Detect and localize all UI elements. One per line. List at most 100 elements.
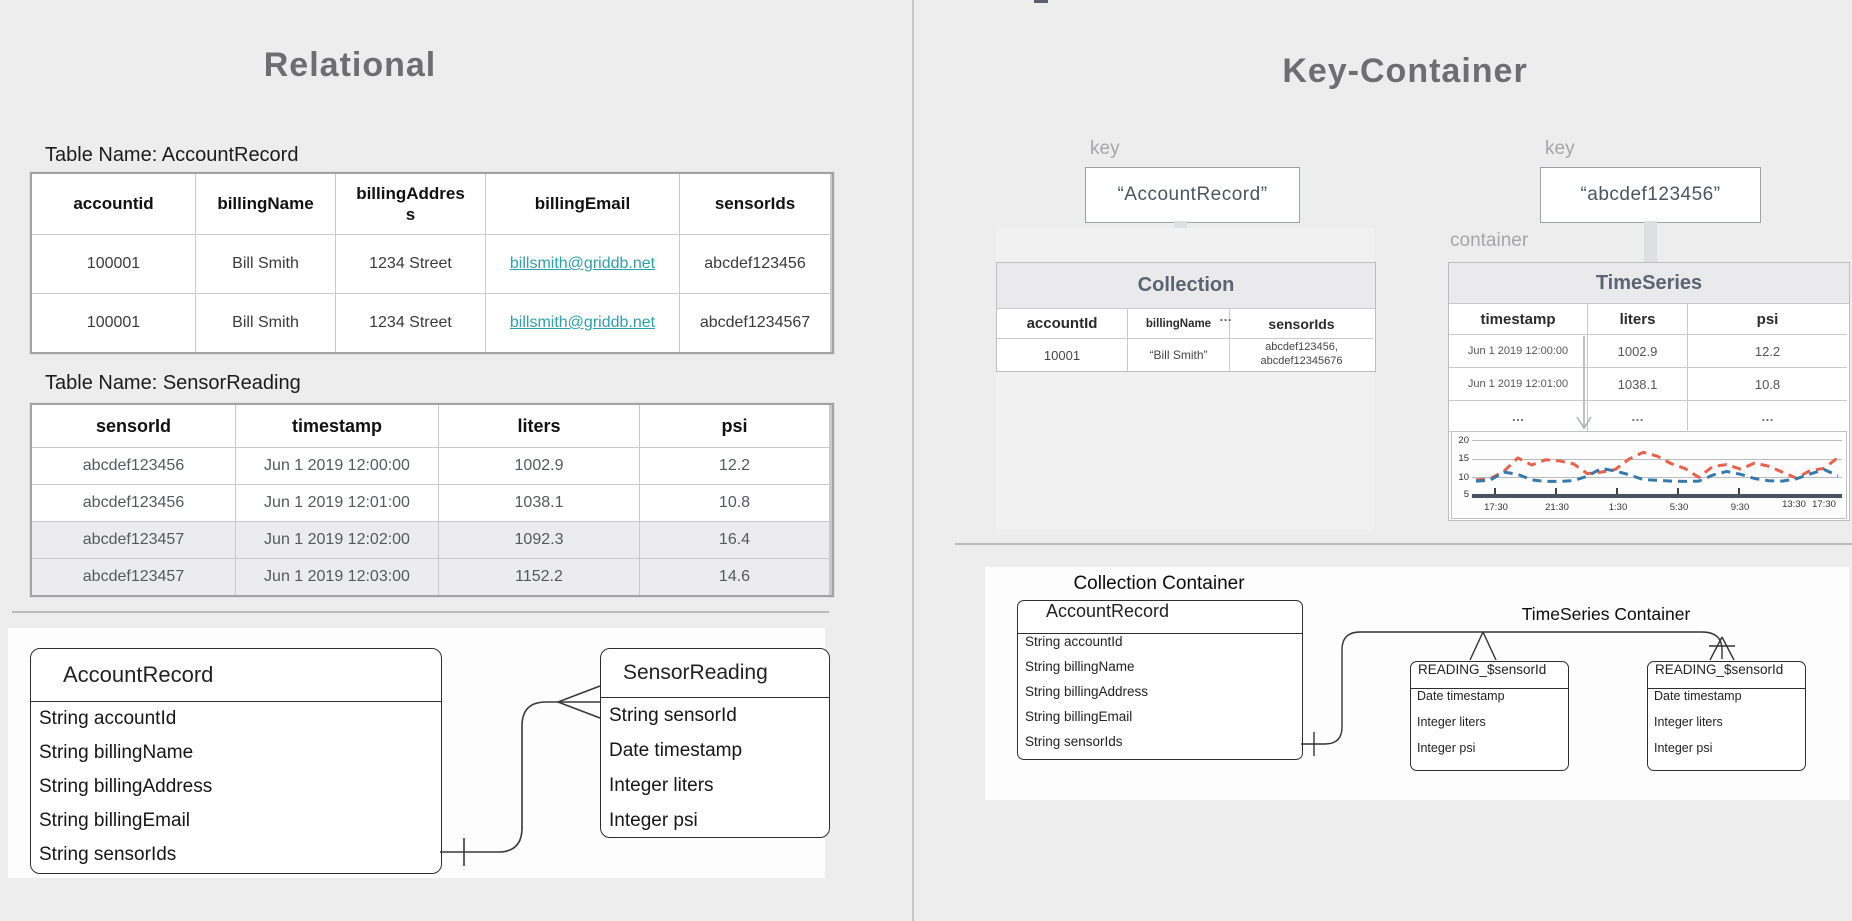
table-cell: abcdef123457 xyxy=(32,522,235,558)
entity-field: Integer psi xyxy=(609,809,698,831)
timeseries-chart: 20 15 10 5 17:30 21:30 1:30 5:30 9:30 13… xyxy=(1451,431,1847,519)
table-cell: Jun 1 2019 12:00:00 xyxy=(236,448,438,484)
table-cell: 100001 xyxy=(32,294,195,352)
table-cell: 10.8 xyxy=(640,485,829,521)
entity-title: AccountRecord xyxy=(31,649,441,702)
table-cell: 100001 xyxy=(32,235,195,293)
table-cell: 1038.1 xyxy=(1588,368,1688,401)
table-cell: 14.6 xyxy=(640,559,829,595)
right-section-divider xyxy=(955,543,1852,545)
sensor-reading-table: sensorId timestamp liters psi abcdef1234… xyxy=(30,403,834,597)
table-cell: 10001 xyxy=(997,339,1128,371)
column-header: billingName xyxy=(196,174,335,234)
key-to-container-link xyxy=(1644,221,1657,263)
table-cell: 1152.2 xyxy=(439,559,639,595)
entity-field: Integer psi xyxy=(1654,741,1713,755)
column-header: accountId xyxy=(997,309,1128,339)
sensor-table-label: Table Name: SensorReading xyxy=(45,372,301,394)
account-record-table: accountid billingName billingAddress bil… xyxy=(30,172,834,354)
email-link[interactable]: billsmith@griddb.net xyxy=(509,255,656,272)
key-box-sensor-id: “abcdef123456” xyxy=(1540,167,1761,223)
collection-table-title: Collection xyxy=(997,263,1375,309)
entity-field: String billingAddress xyxy=(39,776,213,797)
table-cell: Jun 1 2019 12:02:00 xyxy=(236,522,438,558)
timeseries-table-title: TimeSeries xyxy=(1449,263,1849,304)
entity-field: Integer psi xyxy=(1417,741,1476,755)
column-header: accountid xyxy=(32,174,195,234)
table-cell: abcdef123456, abcdef12345676 xyxy=(1230,339,1373,371)
table-cell: abcdef123456 xyxy=(32,448,235,484)
x-tick-label: 5:30 xyxy=(1669,502,1689,513)
x-tick-label: 9:30 xyxy=(1730,502,1750,513)
column-header: billingAddress xyxy=(336,174,485,234)
gridline xyxy=(1472,477,1842,478)
table-cell: abcdef123456 xyxy=(680,235,830,293)
x-tick-label: 13:30 xyxy=(1782,499,1806,510)
entity-field: Date timestamp xyxy=(1654,689,1742,703)
table-cell: abcdef123456 xyxy=(32,485,235,521)
column-header: billingEmail xyxy=(486,174,679,234)
table-cell: Jun 1 2019 12:00:00 xyxy=(1449,335,1588,368)
y-tick-label: 20 xyxy=(1458,435,1469,446)
chart-series-plot xyxy=(1475,450,1839,483)
entity-sensor-reading: SensorReading String sensorId Date times… xyxy=(600,648,830,838)
collection-container-heading: Collection Container xyxy=(1073,573,1245,594)
column-header: timestamp xyxy=(1449,304,1588,335)
entity-field: Integer liters xyxy=(609,774,714,796)
key-label: key xyxy=(1545,138,1575,159)
x-tick-label: 17:30 xyxy=(1812,499,1836,510)
key-box-account-record: “AccountRecord” xyxy=(1085,167,1300,223)
center-divider xyxy=(912,0,914,921)
axis-tick xyxy=(1494,488,1496,494)
key-container-title: Key-Container xyxy=(1282,52,1528,90)
top-cropped-artifact xyxy=(1034,0,1048,3)
entity-field: Integer liters xyxy=(1417,715,1486,729)
table-cell-ellipsis: … xyxy=(1449,401,1588,432)
y-tick-label: 15 xyxy=(1458,453,1469,464)
table-cell-ellipsis: … xyxy=(1588,401,1688,432)
axis-tick xyxy=(1677,488,1679,494)
column-header: billingName xyxy=(1128,309,1230,339)
entity-field: String sensorIds xyxy=(1025,734,1123,749)
column-header: liters xyxy=(1588,304,1688,335)
entity-field: String accountId xyxy=(39,708,177,729)
table-cell: Bill Smith xyxy=(196,235,335,293)
table-cell: 12.2 xyxy=(640,448,829,484)
x-tick-label: 21:30 xyxy=(1545,502,1569,513)
table-cell: 1234 Street xyxy=(336,294,485,352)
entity-field: String accountId xyxy=(1025,634,1123,649)
entity-field: String billingEmail xyxy=(1025,709,1133,724)
collection-table: Collection accountId billingName sensorI… xyxy=(996,262,1376,372)
axis-tick xyxy=(1738,488,1740,494)
table-cell: 1002.9 xyxy=(1588,335,1688,368)
table-cell-ellipsis: … xyxy=(1688,401,1847,432)
more-columns-ellipsis: … xyxy=(1219,309,1232,324)
column-header: sensorId xyxy=(32,405,235,447)
column-header: timestamp xyxy=(236,405,438,447)
entity-field: String sensorId xyxy=(609,704,737,726)
entity-title: SensorReading xyxy=(601,649,829,698)
column-header: psi xyxy=(640,405,829,447)
table-cell: 1038.1 xyxy=(439,485,639,521)
column-header: sensorIds xyxy=(1230,309,1373,339)
relational-title: Relational xyxy=(263,46,437,84)
entity-field: String billingName xyxy=(39,742,194,763)
entity-field: String billingEmail xyxy=(39,810,191,831)
entity-reading-sensor-2: READING_$sensorId Date timestamp Integer… xyxy=(1647,661,1806,771)
table-cell: Jun 1 2019 12:03:00 xyxy=(236,559,438,595)
table-cell: Bill Smith xyxy=(196,294,335,352)
timeseries-container-heading: TimeSeries Container xyxy=(1521,604,1691,624)
entity-field: Integer liters xyxy=(1654,715,1723,729)
entity-field: String sensorIds xyxy=(39,844,177,865)
column-header: sensorIds xyxy=(680,174,830,234)
sensor-series-blue xyxy=(1475,466,1839,483)
x-tick-label: 1:30 xyxy=(1608,502,1628,513)
table-cell: 10.8 xyxy=(1688,368,1847,401)
x-axis-line xyxy=(1472,494,1842,498)
email-link[interactable]: billsmith@griddb.net xyxy=(509,314,656,331)
table-cell: Jun 1 2019 12:01:00 xyxy=(236,485,438,521)
entity-title: READING_$sensorId xyxy=(1411,662,1568,689)
gridline xyxy=(1472,440,1842,441)
y-tick-label: 10 xyxy=(1458,472,1469,483)
